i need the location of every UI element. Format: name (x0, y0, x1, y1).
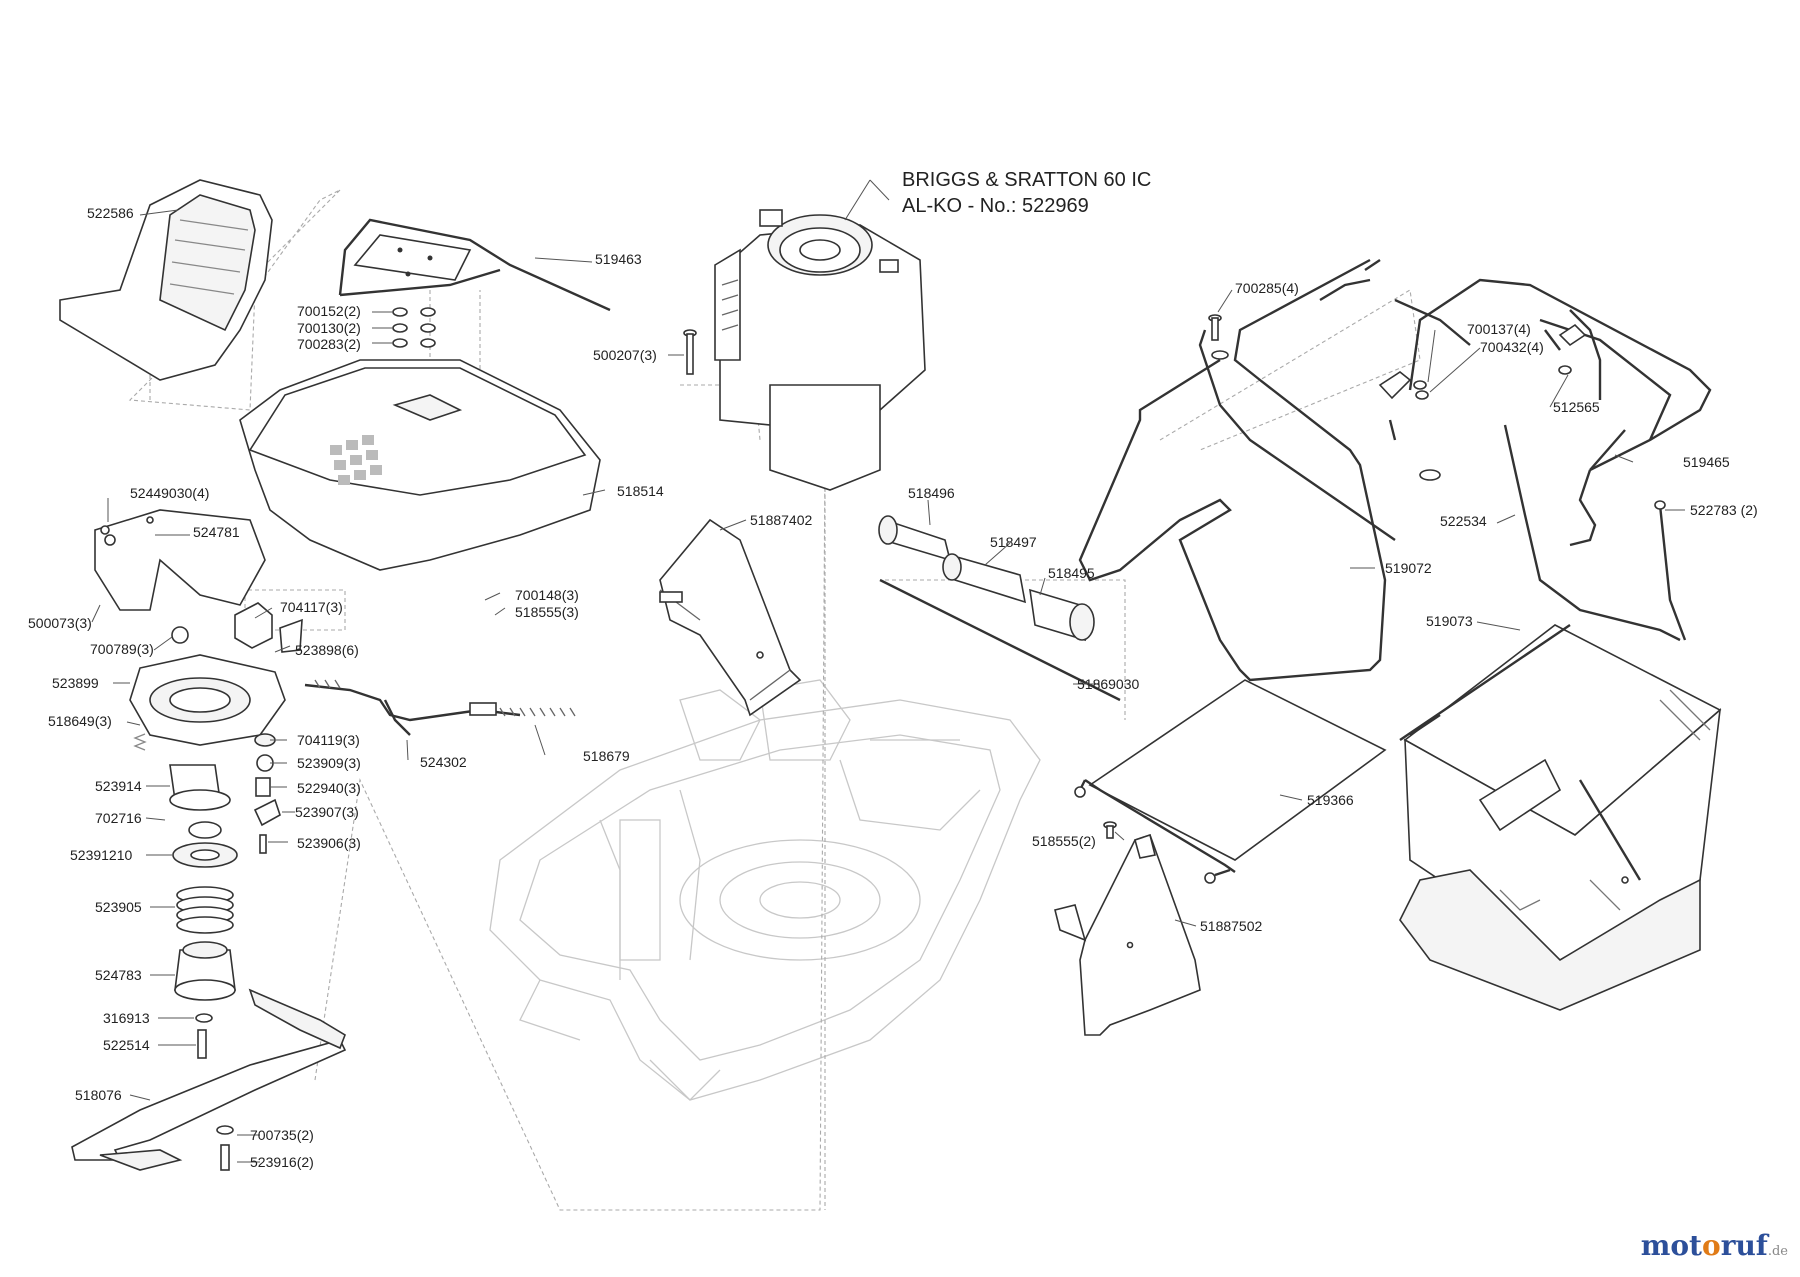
part-label: 700789(3) (90, 641, 154, 657)
part-label: 518514 (617, 483, 664, 499)
rod-522783 (1654, 500, 1687, 641)
bolt-500207 (683, 329, 697, 375)
part-label: 524781 (193, 524, 240, 540)
part-label: 51887402 (750, 512, 813, 528)
part-label: 51869030 (1077, 676, 1140, 692)
part-label: 523909(3) (297, 755, 361, 771)
part-label: 700148(3) (515, 587, 579, 603)
spindle-assembly (71, 509, 347, 1171)
part-label: 519366 (1307, 792, 1354, 808)
part-label: 518555(3) (515, 604, 579, 620)
part-label: 700137(4) (1467, 321, 1531, 337)
seat-frame-part (338, 218, 611, 312)
spring-523905 (176, 886, 234, 934)
cover-grid-pattern (330, 435, 382, 485)
part-labels: BRIGGS & SRATTON 60 IC AL-KO - No.: 5229… (28, 169, 1758, 1170)
roller-518496 (878, 515, 952, 562)
part-label: 52391210 (70, 847, 133, 863)
part-label: 518496 (908, 485, 955, 501)
part-label: 522514 (103, 1037, 150, 1053)
part-label: 512565 (1553, 399, 1600, 415)
part-label: 523907(3) (295, 804, 359, 820)
part-label: 523899 (52, 675, 99, 691)
part-label: 523914 (95, 778, 142, 794)
part-label: 522940(3) (297, 780, 361, 796)
washer-stack (392, 307, 436, 348)
roller-518495 (1029, 588, 1095, 642)
part-label: 519072 (1385, 560, 1432, 576)
part-label: 700285(4) (1235, 280, 1299, 296)
part-label: 700283(2) (297, 336, 361, 352)
part-label: 700432(4) (1480, 339, 1544, 355)
part-label: 522534 (1440, 513, 1487, 529)
part-label: 519465 (1683, 454, 1730, 470)
brand-name-o: o (1702, 1229, 1721, 1262)
brand-name-b: ruf (1720, 1229, 1768, 1262)
grass-box-519073 (1399, 624, 1722, 1011)
part-label: 51887502 (1200, 918, 1263, 934)
part-label: 52449030(4) (130, 485, 209, 501)
part-label: 523916(2) (250, 1154, 314, 1170)
brand-name-a: mot (1640, 1229, 1702, 1262)
bolt-700285 (1208, 314, 1222, 341)
part-label: 518495 (1048, 565, 1095, 581)
part-label: 316913 (103, 1010, 150, 1026)
engine-cover-part (239, 359, 601, 571)
part-label: 524783 (95, 967, 142, 983)
handle-frame-519072 (1078, 258, 1572, 682)
part-label: 523906(3) (297, 835, 361, 851)
part-label: 500073(3) (28, 615, 92, 631)
part-label: 523905 (95, 899, 142, 915)
part-label: 704119(3) (297, 732, 360, 748)
part-label: 519463 (595, 251, 642, 267)
deflector-51887502 (1054, 833, 1201, 1036)
engine-part (714, 209, 926, 491)
mower-deck-ghost (489, 679, 1041, 1101)
handle-519465 (1408, 278, 1712, 547)
rod-51869030 (879, 578, 1121, 702)
brand-tld: .de (1767, 1244, 1788, 1259)
deflector-51887402 (659, 518, 802, 717)
rod-522534 (1503, 424, 1681, 642)
flap-519366 (1074, 679, 1387, 884)
part-label: 700152(2) (297, 303, 361, 319)
part-label: 518649(3) (48, 713, 112, 729)
seat-part (59, 179, 273, 381)
part-label: 522586 (87, 205, 134, 221)
part-label: 524302 (420, 754, 467, 770)
part-label: 700130(2) (297, 320, 361, 336)
part-label: 519073 (1426, 613, 1473, 629)
part-label: 700735(2) (250, 1127, 314, 1143)
part-label: 518555(2) (1032, 833, 1096, 849)
part-label: 518497 (990, 534, 1037, 550)
part-label: 522783 (2) (1690, 502, 1758, 518)
cable-524302 (304, 679, 576, 736)
engine-number-label: AL-KO - No.: 522969 (902, 195, 1089, 217)
roller-518497 (942, 553, 1027, 604)
engine-model-label: BRIGGS & SRATTON 60 IC (902, 169, 1151, 191)
part-label: 518679 (583, 748, 630, 764)
bolt-518555-2 (1103, 821, 1117, 839)
part-label: 702716 (95, 810, 142, 826)
part-label: 518076 (75, 1087, 122, 1103)
part-label: 523898(6) (295, 642, 359, 658)
part-label: 500207(3) (593, 347, 657, 363)
part-label: 704117(3) (280, 599, 343, 615)
brand-logo: motoruf.de (1641, 1229, 1788, 1262)
